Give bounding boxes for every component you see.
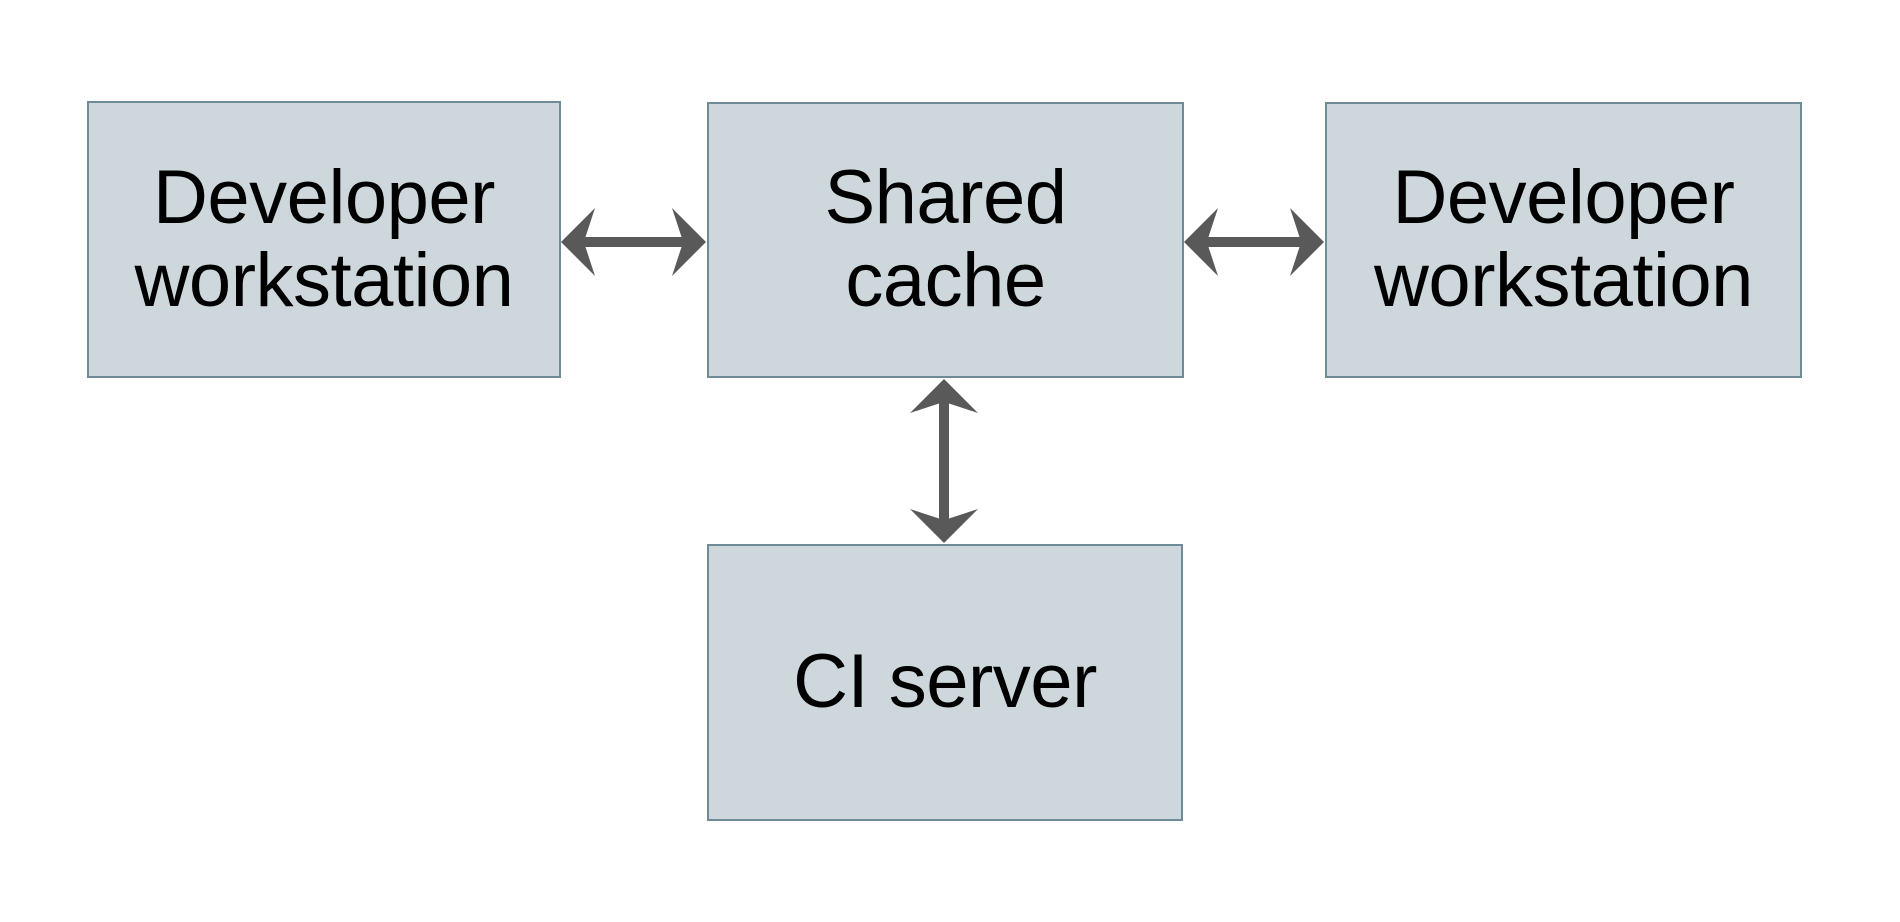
node-label: Developer workstation: [1374, 155, 1753, 323]
node-label: Shared cache: [824, 155, 1067, 323]
edge-left-workstation-to-shared-cache: [561, 208, 706, 276]
node-label: CI server: [793, 639, 1097, 725]
edge-shared-cache-to-right-workstation: [1184, 208, 1324, 276]
node-label: Developer workstation: [134, 154, 514, 323]
edge-shared-cache-to-ci-server: [910, 379, 978, 543]
node-developer-workstation-left[interactable]: Developer workstation: [87, 101, 561, 378]
node-ci-server[interactable]: CI server: [707, 544, 1183, 821]
node-developer-workstation-right[interactable]: Developer workstation: [1325, 102, 1802, 378]
node-shared-cache[interactable]: Shared cache: [707, 102, 1184, 378]
